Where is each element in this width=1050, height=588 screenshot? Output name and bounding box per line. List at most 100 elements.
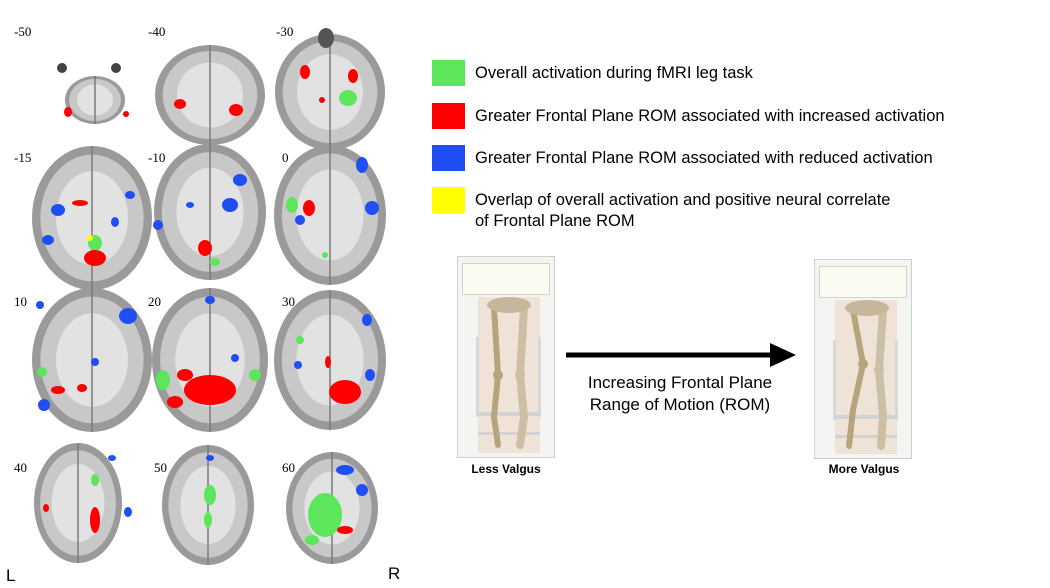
activation-cluster — [167, 396, 183, 408]
activation-cluster — [156, 370, 170, 390]
activation-cluster — [204, 512, 212, 528]
brain-fragment — [318, 28, 334, 48]
activation-cluster — [174, 99, 186, 109]
slice-label: -50 — [14, 24, 32, 39]
slice-label: -40 — [148, 24, 166, 39]
activation-cluster — [205, 296, 215, 304]
slice-label: 10 — [14, 294, 27, 309]
rom-arrow-label: Increasing Frontal Plane Range of Motion… — [560, 372, 800, 416]
activation-cluster — [365, 201, 379, 215]
activation-cluster — [36, 301, 44, 309]
activation-cluster — [43, 504, 49, 512]
legend-swatch-blue — [432, 145, 465, 171]
brain-fragment — [111, 63, 121, 73]
slice-label: 0 — [282, 150, 289, 165]
activation-cluster — [38, 399, 50, 411]
panel-header-box — [819, 266, 907, 298]
activation-cluster — [51, 386, 65, 394]
activation-cluster — [119, 308, 137, 324]
activation-cluster — [91, 358, 99, 366]
activation-cluster — [229, 104, 243, 116]
slice-label: -10 — [148, 150, 166, 165]
activation-cluster — [84, 250, 106, 266]
brain-fragment — [57, 63, 67, 73]
valgus-leg-skeleton — [833, 300, 898, 454]
activation-cluster — [362, 314, 372, 326]
legend-label: Greater Frontal Plane ROM associated wit… — [475, 149, 933, 167]
activation-cluster — [222, 198, 238, 212]
activation-cluster — [337, 526, 353, 534]
activation-cluster — [356, 157, 368, 173]
activation-cluster — [336, 465, 354, 475]
legend-label: Greater Frontal Plane ROM associated wit… — [475, 107, 945, 125]
more-valgus-panel — [814, 259, 912, 459]
activation-cluster — [125, 191, 135, 199]
legend-item-increased: Greater Frontal Plane ROM associated wit… — [432, 103, 945, 129]
activation-cluster — [123, 111, 129, 117]
activation-cluster — [325, 356, 331, 368]
slice-label: -30 — [276, 24, 294, 39]
activation-cluster — [37, 367, 47, 377]
legend-label: Overall activation during fMRI leg task — [475, 64, 753, 82]
slice-label: 50 — [154, 460, 167, 475]
activation-cluster — [303, 200, 315, 216]
activation-cluster — [348, 69, 358, 83]
arrow-right-icon — [566, 343, 796, 367]
activation-cluster — [64, 107, 72, 117]
activation-cluster — [210, 258, 220, 266]
panel-header-box — [462, 263, 550, 295]
activation-cluster — [177, 369, 193, 381]
legend-item-overlap: Overlap of overall activation and positi… — [432, 187, 890, 232]
slice-label: -15 — [14, 150, 32, 165]
activation-cluster — [184, 375, 236, 405]
legend-swatch-yellow — [432, 187, 465, 213]
left-orientation-label: L — [6, 566, 16, 585]
activation-cluster — [91, 474, 99, 486]
activation-cluster — [294, 361, 302, 369]
activation-cluster — [322, 252, 328, 258]
legend-item-activation: Overall activation during fMRI leg task — [432, 60, 753, 86]
activation-cluster — [72, 200, 88, 206]
legend-swatch-green — [432, 60, 465, 86]
activation-cluster — [124, 507, 132, 517]
activation-cluster — [77, 384, 87, 392]
slice-label: 30 — [282, 294, 295, 309]
activation-cluster — [153, 220, 163, 230]
less-valgus-caption: Less Valgus — [471, 462, 541, 476]
brain-slice-grid — [32, 28, 386, 565]
activation-cluster — [308, 493, 342, 537]
slice-label: 20 — [148, 294, 161, 309]
activation-cluster — [231, 354, 239, 362]
less-valgus-panel — [457, 256, 555, 458]
activation-cluster — [329, 380, 361, 404]
legend-swatch-red — [432, 103, 465, 129]
legend-label: Overlap of overall activation and positi… — [475, 191, 891, 230]
activation-cluster — [198, 240, 212, 256]
activation-cluster — [300, 65, 310, 79]
more-valgus-caption: More Valgus — [828, 462, 900, 476]
activation-cluster — [111, 217, 119, 227]
activation-cluster — [295, 215, 305, 225]
straight-leg-skeleton — [476, 297, 541, 453]
right-orientation-label: R — [388, 564, 401, 583]
activation-cluster — [51, 204, 65, 216]
activation-cluster — [206, 455, 214, 461]
activation-cluster — [204, 485, 216, 505]
activation-cluster — [186, 202, 194, 208]
activation-cluster — [305, 535, 319, 545]
activation-cluster — [296, 336, 304, 344]
activation-cluster — [90, 507, 100, 533]
slice-label: 40 — [14, 460, 27, 475]
activation-cluster — [286, 197, 298, 213]
activation-cluster — [249, 369, 261, 381]
activation-cluster — [319, 97, 325, 103]
activation-cluster — [365, 369, 375, 381]
activation-cluster — [356, 484, 368, 496]
activation-cluster — [233, 174, 247, 186]
activation-cluster — [108, 455, 116, 461]
activation-cluster — [42, 235, 54, 245]
legend-item-reduced: Greater Frontal Plane ROM associated wit… — [432, 145, 933, 171]
slice-label: 60 — [282, 460, 295, 475]
activation-cluster — [339, 90, 357, 106]
activation-cluster — [87, 235, 93, 241]
